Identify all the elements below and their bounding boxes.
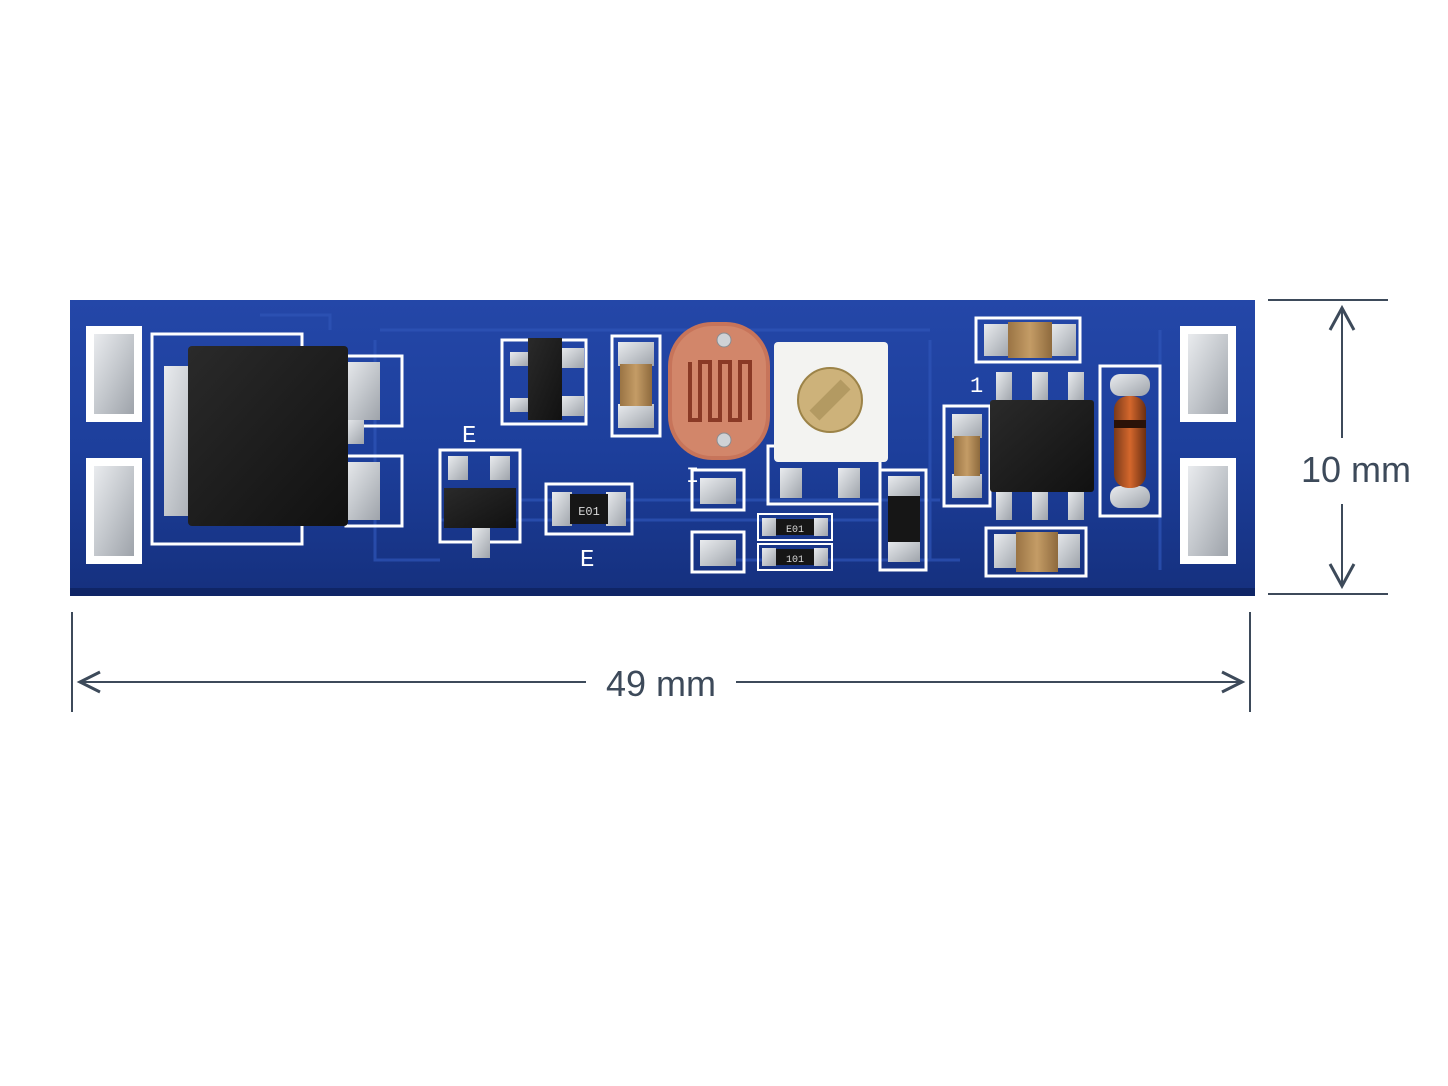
silk-mark-e-1: E [462, 423, 476, 450]
silk-mark-i: I [686, 464, 699, 489]
photoresistor [668, 322, 770, 460]
resistor-code-1: E01 [578, 505, 600, 519]
right-solder-pads [1180, 326, 1236, 564]
resistor-3: 101 [757, 543, 833, 571]
height-dimension [1268, 299, 1388, 595]
capacitor-4 [984, 526, 1088, 578]
resistor-1: E01 E [544, 482, 634, 574]
trimmer-potentiometer [766, 342, 888, 506]
silk-mark-e-2: E [580, 547, 594, 574]
soic8-ic [990, 372, 1094, 520]
resistor-2: E01 [757, 513, 833, 541]
capacitor-3 [974, 316, 1082, 364]
silk-mark-1: 1 [970, 374, 983, 399]
height-label: 10 mm [1301, 449, 1411, 490]
glass-diode [1098, 364, 1162, 518]
power-transistor [150, 332, 404, 546]
width-dimension [71, 612, 1251, 712]
resistor-code-3: 101 [786, 555, 804, 566]
small-pads: I [686, 464, 746, 574]
capacitor-1 [610, 334, 662, 438]
small-diode [878, 468, 928, 572]
sot23-transistor-bottom: E [438, 423, 522, 558]
left-solder-pads [86, 326, 142, 564]
resistor-code-2: E01 [786, 525, 804, 536]
sot23-transistor-top [500, 338, 588, 426]
width-label: 49 mm [606, 663, 716, 704]
